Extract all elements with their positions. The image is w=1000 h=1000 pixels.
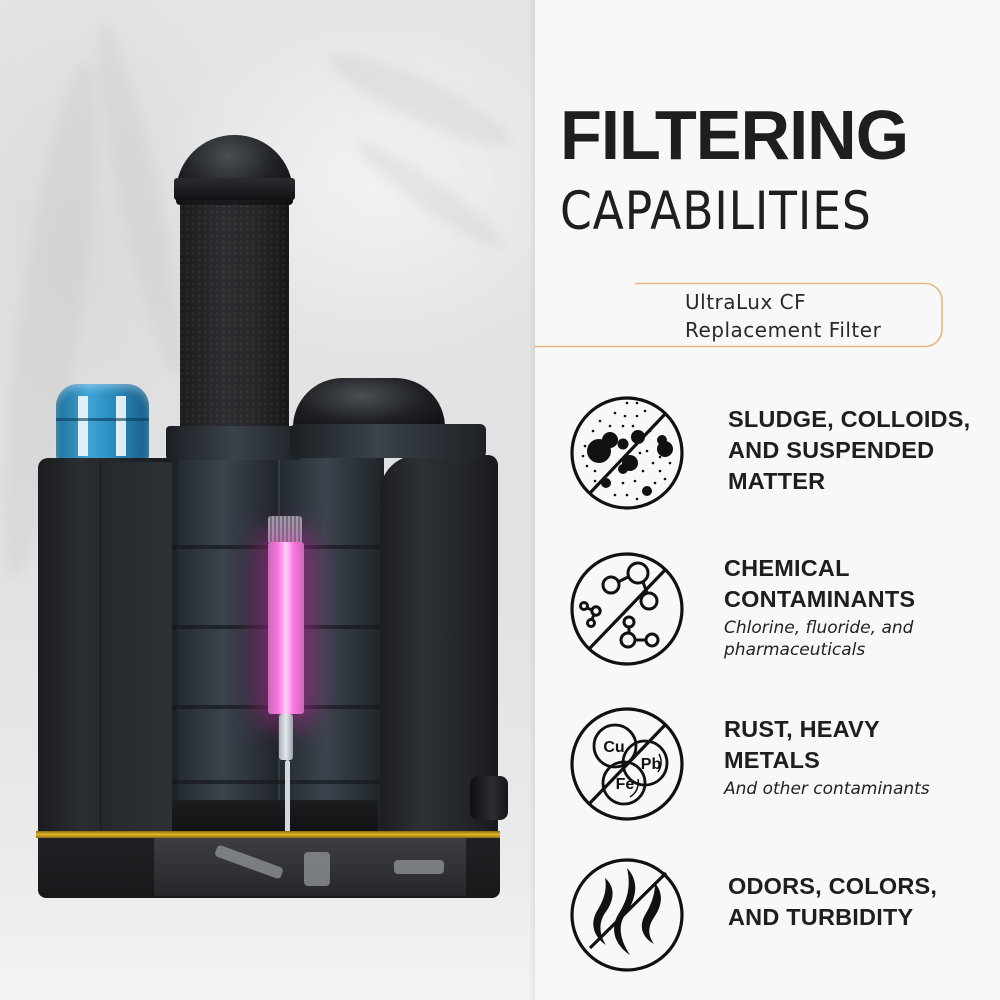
purifier-side-knob bbox=[470, 776, 508, 820]
feature-heading: RUST, HEAVY METALS bbox=[724, 716, 880, 773]
second-filter-cap bbox=[293, 378, 445, 430]
blue-filter-cap bbox=[56, 384, 149, 460]
product-tag: UltraLux CF Replacement Filter bbox=[535, 282, 944, 348]
sludge-particles-crossed-icon bbox=[570, 396, 684, 510]
feature-description: And other contaminants bbox=[724, 779, 930, 799]
feature-heavy-metals: Cu Pb Fe RUST, HEAVY METALS And other co… bbox=[565, 702, 1000, 832]
carbon-filter-cartridge bbox=[180, 198, 289, 430]
capabilities-panel: FILTERING CAPABILITIES UltraLux CF Repla… bbox=[535, 0, 1000, 1000]
uv-lamp bbox=[268, 542, 304, 714]
lead-label: Pb bbox=[641, 756, 662, 773]
purifier-left-panel bbox=[100, 462, 178, 872]
table-surface bbox=[0, 880, 535, 1000]
feature-text: ODORS, COLORS, AND TURBIDITY bbox=[728, 871, 937, 933]
filter-housing-collar-right bbox=[290, 424, 486, 458]
purifier-base-window bbox=[154, 838, 466, 896]
water-hose bbox=[285, 760, 290, 838]
feature-heading: ODORS, COLORS, AND TURBIDITY bbox=[728, 873, 938, 930]
iron-label: Fe bbox=[616, 776, 635, 793]
copper-label: Cu bbox=[603, 739, 624, 756]
heavy-metals-crossed-icon: Cu Pb Fe bbox=[570, 707, 684, 821]
filter-housing-collar-left bbox=[166, 426, 302, 460]
product-photo bbox=[0, 0, 535, 1000]
feature-text: SLUDGE, COLLOIDS, AND SUSPENDED MATTER bbox=[728, 404, 970, 497]
feature-text: RUST, HEAVY METALS And other contaminant… bbox=[724, 714, 930, 800]
page-subtitle: CAPABILITIES bbox=[560, 181, 872, 242]
feature-heading: CHEMICAL CONTAMINANTS bbox=[724, 555, 916, 612]
water-purifier bbox=[36, 135, 508, 898]
uv-lamp-cap bbox=[268, 516, 302, 544]
product-tag-outline bbox=[535, 282, 943, 348]
chemical-molecules-crossed-icon bbox=[570, 552, 684, 666]
uv-lamp-fitting bbox=[279, 714, 293, 760]
foam-pad bbox=[172, 800, 378, 832]
feature-odors: ODORS, COLORS, AND TURBIDITY bbox=[565, 853, 1000, 983]
product-name-line1: UltraLux CF bbox=[685, 290, 807, 314]
feature-text: CHEMICAL CONTAMINANTS Chlorine, fluoride… bbox=[724, 553, 915, 661]
feature-description: Chlorine, fluoride, and pharmaceuticals bbox=[724, 618, 914, 660]
product-name-line2: Replacement Filter bbox=[685, 318, 882, 342]
odor-waves-crossed-icon bbox=[570, 858, 684, 972]
feature-sludge: SLUDGE, COLLOIDS, AND SUSPENDED MATTER bbox=[565, 391, 1000, 521]
purifier-right-housing bbox=[380, 455, 498, 895]
feature-heading: SLUDGE, COLLOIDS, AND SUSPENDED MATTER bbox=[728, 406, 971, 494]
gold-accent-band bbox=[36, 831, 500, 838]
feature-chemical: CHEMICAL CONTAMINANTS Chlorine, fluoride… bbox=[565, 547, 1000, 677]
carbon-filter-collar bbox=[174, 178, 295, 200]
product-name: UltraLux CF Replacement Filter bbox=[685, 288, 881, 344]
page-title: FILTERING bbox=[560, 96, 909, 174]
